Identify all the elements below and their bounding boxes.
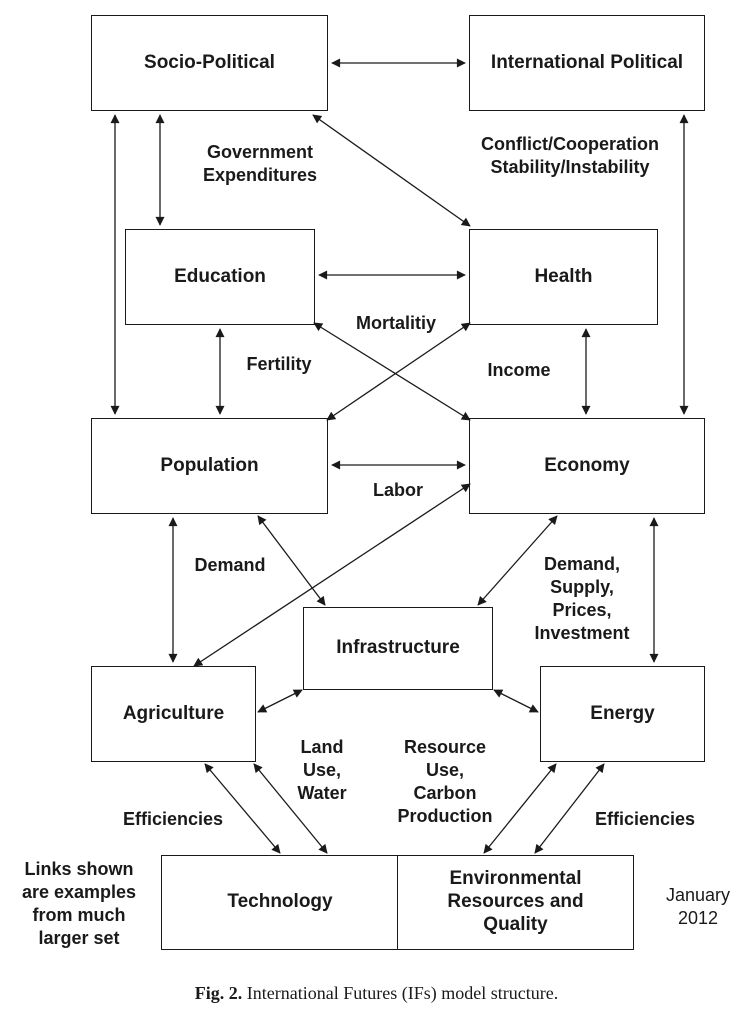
figure-caption-number: Fig. 2. <box>194 983 243 1003</box>
arrow-education-economy <box>313 322 471 421</box>
label-resource-use-line1: Resource <box>403 737 487 757</box>
label-government-expenditures-line2: Expenditures <box>202 165 318 185</box>
figure-caption-text: International Futures (IFs) model struct… <box>246 983 559 1003</box>
arrow-economy-agriculture <box>193 483 471 667</box>
label-land-use-line2: Use, <box>302 760 342 780</box>
label-resource-use-line2: Use, <box>425 760 465 780</box>
label-fertility: Fertility <box>246 354 312 374</box>
label-government-expenditures-line1: Government <box>206 142 314 162</box>
label-government-expenditures: Government Expenditures <box>190 141 330 187</box>
label-resource-use-line3: Carbon <box>413 783 477 803</box>
box-technology-label: Technology <box>227 891 333 913</box>
label-efficiencies-right: Efficiencies <box>594 809 696 829</box>
label-demand-supply: Demand, Supply, Prices, Investment <box>522 553 642 645</box>
box-agriculture-label: Agriculture <box>122 702 225 724</box>
box-population-label: Population <box>160 454 259 476</box>
note-links-shown-line4: larger set <box>38 928 120 948</box>
box-environmental-line2: Resources and <box>447 891 584 913</box>
arrow-infrastructure-agriculture <box>257 689 303 713</box>
box-international-political-label: International Political <box>490 51 684 73</box>
arrow-sociopolitical-health <box>312 114 471 227</box>
label-conflict-cooperation-line2: Stability/Instability <box>490 157 650 177</box>
label-income: Income <box>487 360 551 380</box>
box-health: Health <box>469 229 658 325</box>
box-education-label: Education <box>174 265 266 287</box>
arrow-health-population <box>326 322 471 421</box>
label-demand-supply-line1: Demand, <box>543 554 621 574</box>
box-environmental-line3: Quality <box>483 913 548 935</box>
note-links-shown-line3: from much <box>32 905 126 925</box>
box-energy: Energy <box>540 666 705 762</box>
label-land-use-line1: Land <box>300 737 344 757</box>
label-efficiencies-left: Efficiencies <box>122 809 224 829</box>
note-date: January 2012 <box>653 884 743 930</box>
label-resource-use-line4: Production <box>397 806 493 826</box>
box-health-label: Health <box>534 265 593 287</box>
note-links-shown: Links shown are examples from much large… <box>14 858 144 950</box>
label-conflict-cooperation-line1: Conflict/Cooperation <box>481 134 659 154</box>
label-labor: Labor <box>372 480 423 500</box>
box-socio-political-label: Socio-Political <box>144 51 275 73</box>
box-environmental-line1: Environmental <box>449 868 582 890</box>
note-links-shown-line1: Links shown <box>24 859 134 879</box>
arrow-energy-environmental-2 <box>534 763 605 854</box>
label-demand-supply-line4: Investment <box>534 623 630 643</box>
arrow-agriculture-technology-2 <box>253 763 328 854</box>
note-date-year: 2012 <box>677 908 719 928</box>
box-economy: Economy <box>469 418 705 514</box>
label-resource-use: Resource Use, Carbon Production <box>383 736 507 828</box>
arrow-economy-infrastructure <box>477 515 558 606</box>
note-date-month: January <box>665 885 731 905</box>
box-economy-label: Economy <box>544 454 630 476</box>
label-conflict-cooperation: Conflict/Cooperation Stability/Instabili… <box>455 133 685 179</box>
label-land-use-line3: Water <box>297 783 347 803</box>
label-land-use: Land Use, Water <box>282 736 362 805</box>
box-socio-political: Socio-Political <box>91 15 328 111</box>
box-energy-label: Energy <box>590 702 655 724</box>
label-demand: Demand <box>194 555 266 575</box>
label-demand-supply-line3: Prices, <box>552 600 612 620</box>
box-education: Education <box>125 229 315 325</box>
label-demand-supply-line2: Supply, <box>550 577 614 597</box>
note-links-shown-line2: are examples <box>21 882 137 902</box>
figure-caption: Fig. 2. International Futures (IFs) mode… <box>0 983 753 1004</box>
box-agriculture: Agriculture <box>91 666 256 762</box>
box-international-political: International Political <box>469 15 705 111</box>
box-technology: Technology <box>161 855 399 950</box>
label-mortality: Mortalitiy <box>355 313 436 333</box>
box-environmental: Environmental Resources and Quality <box>397 855 634 950</box>
arrow-infrastructure-energy <box>493 689 539 713</box>
